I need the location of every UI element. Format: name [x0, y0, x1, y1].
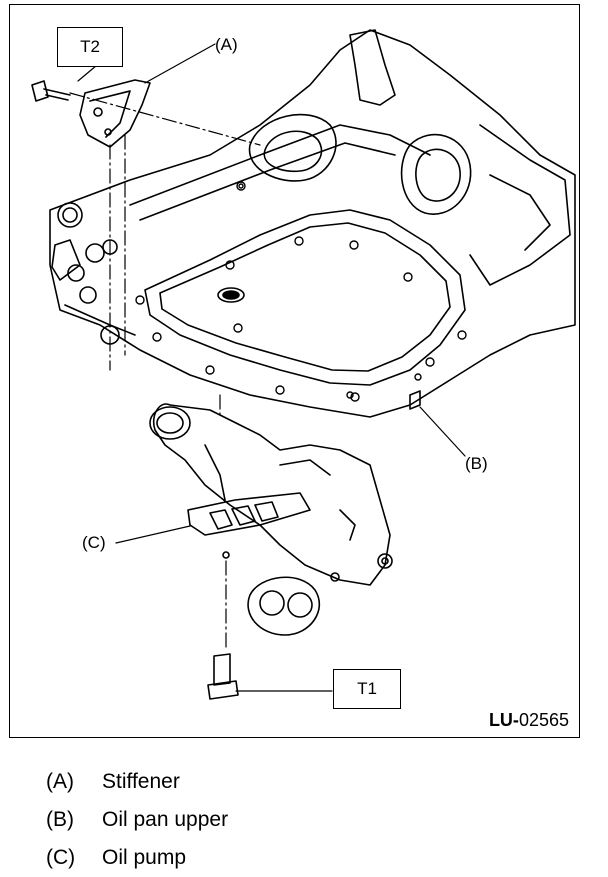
parts-legend: (A) Stiffener (B) Oil pan upper (C) Oil …: [46, 763, 228, 877]
callout-b: (B): [465, 454, 488, 473]
oil-pan-upper-drawing: [49, 29, 576, 418]
legend-label: Stiffener: [102, 770, 180, 793]
legend-key: (C): [46, 846, 76, 869]
alignment-lines: [69, 92, 261, 651]
legend-item: (B) Oil pan upper: [46, 801, 228, 839]
figure-id: LU-02565: [488, 710, 569, 730]
t1-torque-callout: T1: [333, 669, 401, 709]
t2-torque-callout: T2: [57, 27, 123, 67]
legend-label: Oil pump: [102, 846, 187, 869]
legend-item: (A) Stiffener: [46, 763, 228, 801]
legend-item: (C) Oil pump: [46, 839, 228, 877]
engine-illustration: [31, 29, 576, 700]
stiffener-drawing: [79, 79, 151, 148]
legend-key: (B): [46, 808, 74, 831]
legend-key: (A): [46, 770, 74, 793]
legend-label: Oil pan upper: [102, 808, 229, 831]
t1-bolt-drawing: [207, 653, 239, 700]
callout-c: (C): [82, 533, 106, 552]
oil-pump-drawing: [149, 403, 393, 636]
callout-a: (A): [215, 35, 238, 54]
t2-bolt-drawing: [31, 80, 71, 102]
parts-diagram: T2 T1 (A) (B) (C) LU-02565: [9, 4, 580, 738]
leader-lines: [77, 43, 466, 692]
